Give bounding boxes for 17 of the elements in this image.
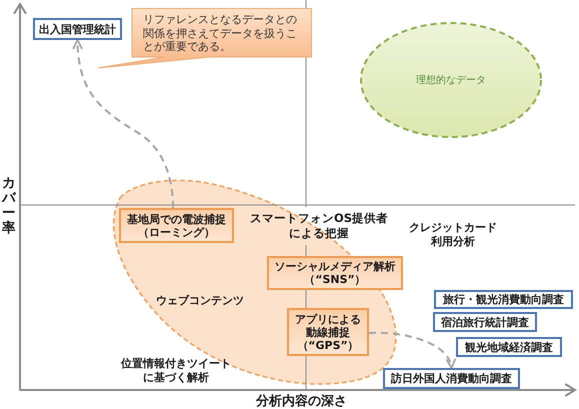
text-box: 訪日外国人消費動向調査: [383, 368, 520, 389]
shaded-box: 基地局での電波捕捉（ローミング）: [119, 208, 234, 243]
shaded-box: ソーシャルメディア解析（“SNS”）: [267, 256, 403, 290]
text-box: 観光地域経済調査: [456, 337, 562, 357]
text-label: ウェブコンテンツ: [156, 294, 244, 308]
dashed-ellipse: 理想的なデータ: [360, 22, 542, 138]
text-box: 旅行・観光消費動向調査: [434, 290, 573, 309]
dashed-arrow: [368, 332, 455, 369]
text-label: クレジットカード利用分析: [408, 221, 498, 249]
text-box: 宿泊旅行統計調査: [433, 312, 537, 332]
axis-label: カバー率: [2, 176, 16, 236]
text-label: スマートフォンOS提供者による把握: [248, 211, 390, 241]
shaded-box: アプリによる動線捕捉（“GPS”）: [287, 308, 369, 356]
axis-label: 分析内容の深さ: [256, 394, 347, 409]
text-box: 出入国管理統計: [33, 18, 122, 40]
dashed-arrow: [72, 39, 174, 208]
text-label: 位置情報付きツイートに基づく解析: [120, 357, 232, 385]
